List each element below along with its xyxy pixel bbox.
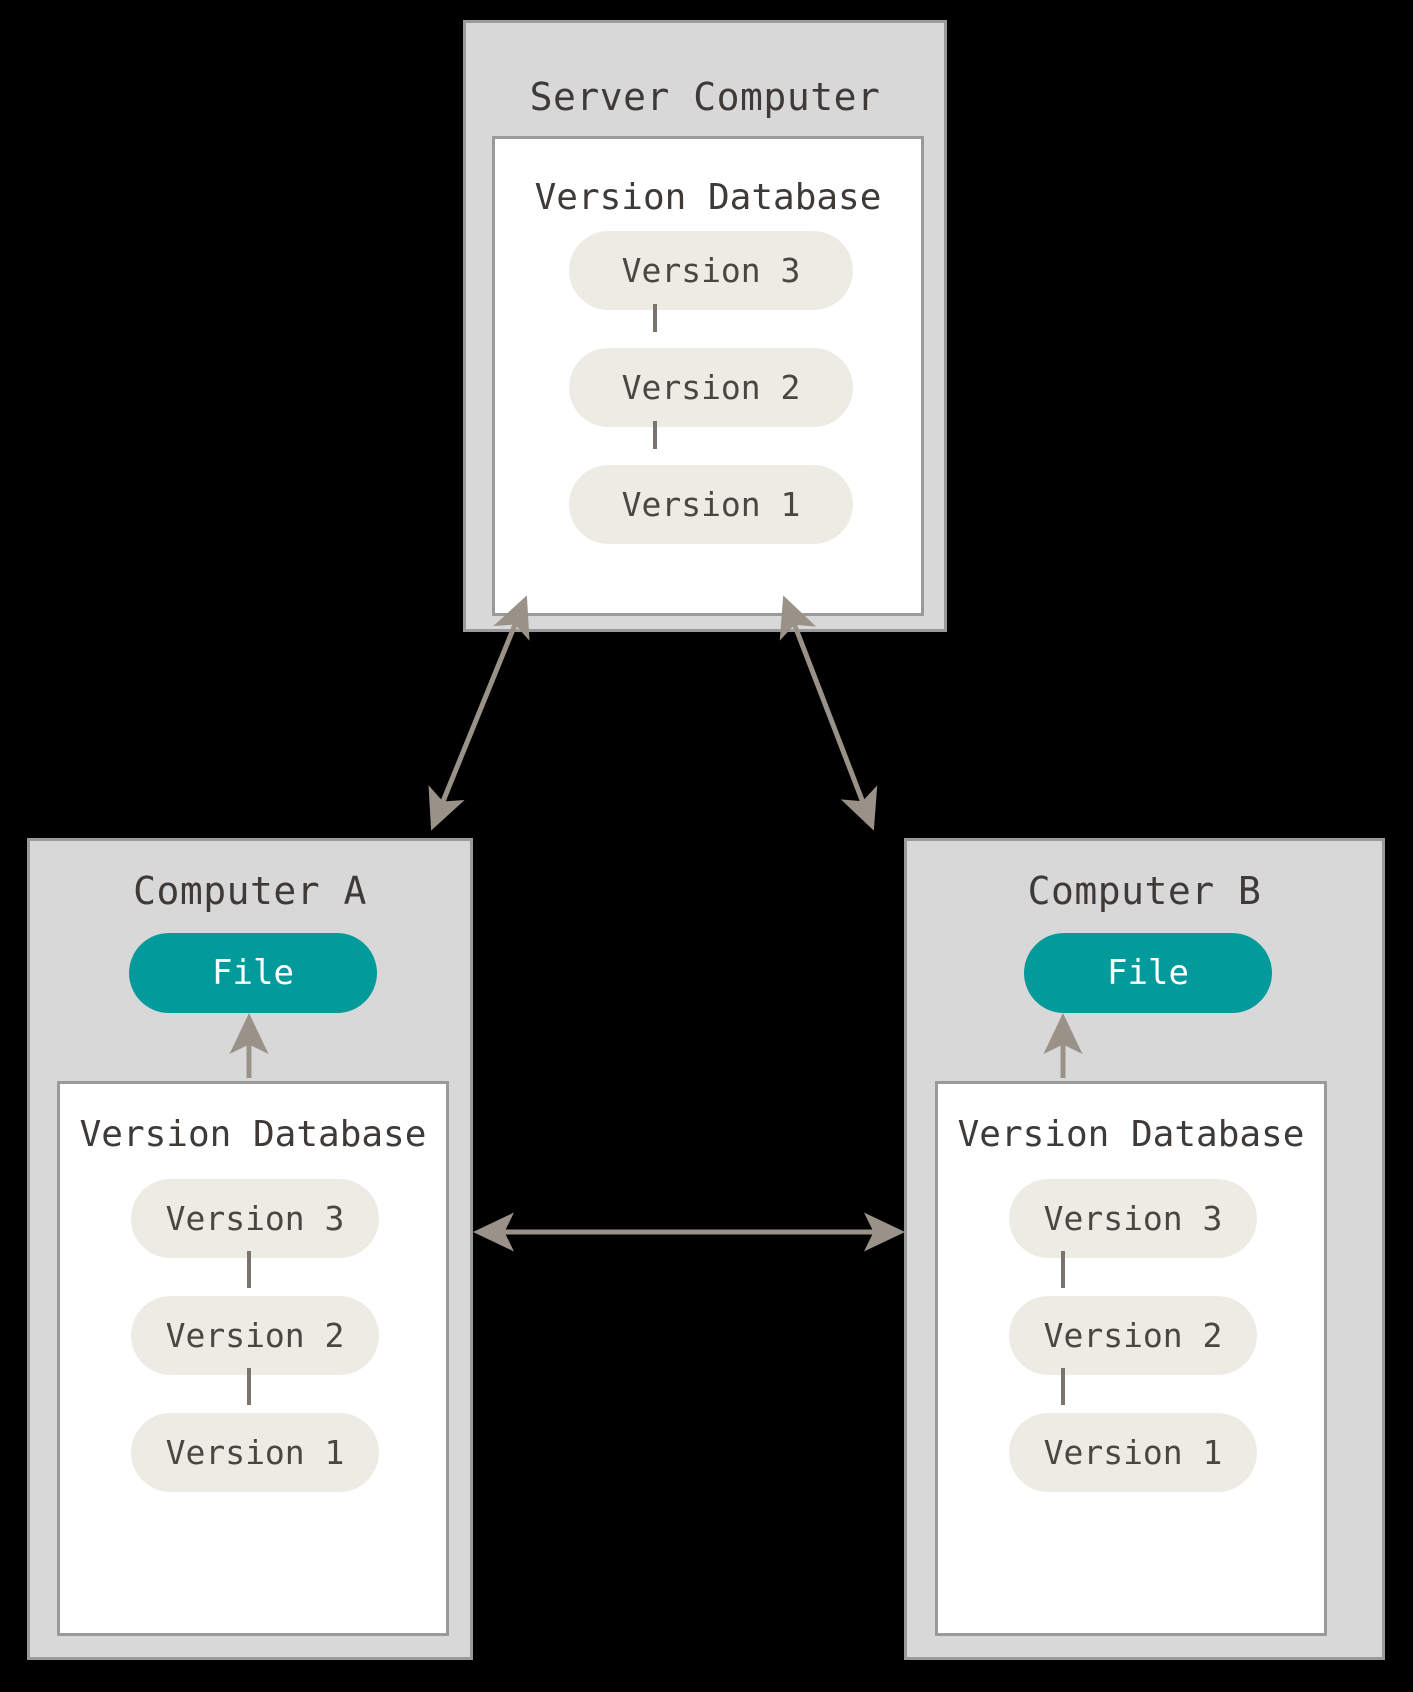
- computer-a-file-label: File: [212, 953, 294, 993]
- computer-a-version-3-pill[interactable]: Version 3: [131, 1179, 379, 1258]
- computer-a-file-pill[interactable]: File: [129, 933, 377, 1013]
- computer-b-version-1-label: Version 1: [1043, 1433, 1223, 1472]
- computer-a-version-2-label: Version 2: [165, 1316, 345, 1355]
- server-version-3-label: Version 3: [621, 251, 801, 290]
- connector-server-computer-b: [779, 595, 878, 831]
- computer-b-version-database-box[interactable]: Version Database Version 3 Version 2 Ver…: [935, 1081, 1327, 1636]
- computer-b-version-2-label: Version 2: [1043, 1316, 1223, 1355]
- computer-a-version-1-pill[interactable]: Version 1: [131, 1413, 379, 1492]
- computer-b-title: Computer B: [1027, 869, 1262, 913]
- server-version-2-pill[interactable]: Version 2: [569, 348, 853, 427]
- connector-server-computer-a: [428, 595, 530, 831]
- server-version-database-box[interactable]: Version Database Version 3 Version 2 Ver…: [492, 136, 924, 616]
- computer-a-version-2-pill[interactable]: Version 2: [131, 1296, 379, 1375]
- computer-b-file-pill[interactable]: File: [1024, 933, 1272, 1013]
- server-version-3-pill[interactable]: Version 3: [569, 231, 853, 310]
- computer-a-version-3-label: Version 3: [165, 1199, 345, 1238]
- computer-a-version-database-title: Version Database: [79, 1114, 427, 1155]
- server-version-1-label: Version 1: [621, 485, 801, 524]
- computer-b-version-3-pill[interactable]: Version 3: [1009, 1179, 1257, 1258]
- computer-b-version-3-label: Version 3: [1043, 1199, 1223, 1238]
- computer-b-version-1-pill[interactable]: Version 1: [1009, 1413, 1257, 1492]
- computer-b-version-database-title: Version Database: [957, 1114, 1305, 1155]
- server-computer-panel[interactable]: Server Computer Version Database Version…: [463, 20, 947, 632]
- computer-b-panel[interactable]: Computer B File Version Database Version…: [904, 838, 1385, 1660]
- server-version-database-title: Version Database: [534, 177, 882, 218]
- computer-a-title: Computer A: [133, 869, 367, 913]
- server-computer-title: Server Computer: [529, 75, 881, 119]
- computer-a-version-1-label: Version 1: [165, 1433, 345, 1472]
- computer-a-panel[interactable]: Computer A File Version Database Version…: [27, 838, 473, 1660]
- computer-b-file-label: File: [1107, 953, 1189, 993]
- computer-b-version-2-pill[interactable]: Version 2: [1009, 1296, 1257, 1375]
- computer-a-version-database-box[interactable]: Version Database Version 3 Version 2 Ver…: [57, 1081, 449, 1636]
- server-version-2-label: Version 2: [621, 368, 801, 407]
- server-version-1-pill[interactable]: Version 1: [569, 465, 853, 544]
